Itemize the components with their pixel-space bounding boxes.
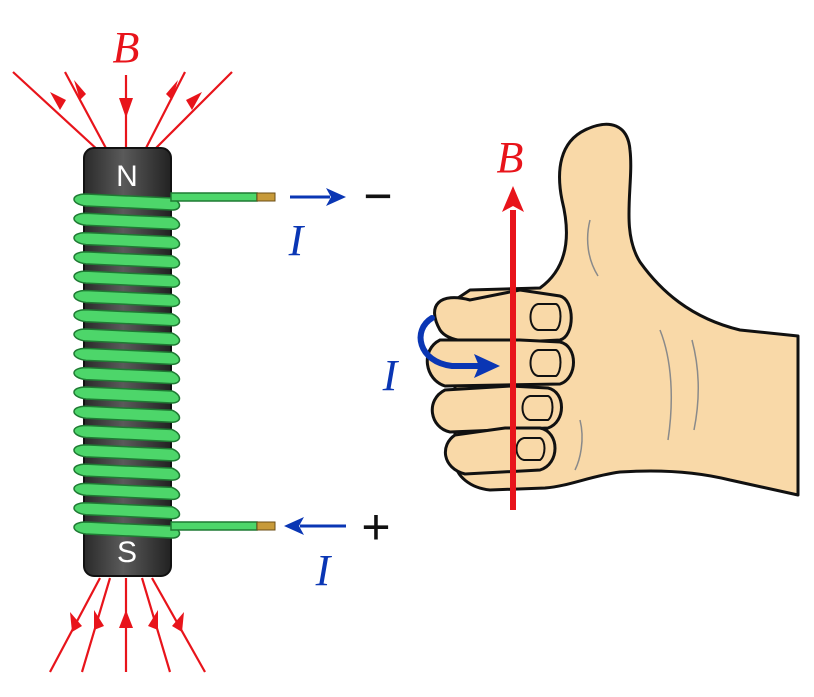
north-field-lines	[12, 71, 233, 153]
coil-turn	[73, 289, 181, 308]
arrowhead-icon	[502, 186, 524, 212]
coil-turn	[73, 366, 181, 385]
thumbs-up-hand-icon	[425, 122, 800, 497]
south-pole-label: S	[117, 536, 137, 569]
arrowhead-icon	[326, 188, 346, 206]
current-label-bottom: I	[315, 546, 333, 595]
coil-turn	[73, 328, 181, 346]
fingernail	[521, 395, 554, 421]
current-arrow-top	[290, 188, 346, 206]
terminal-icon	[256, 521, 276, 531]
coil-turn	[73, 386, 181, 404]
coil-turn	[73, 424, 181, 443]
arrowhead-icon	[50, 92, 66, 110]
field-line	[151, 71, 233, 153]
arrowhead-icon	[474, 354, 500, 378]
coil-turn	[73, 444, 181, 462]
coil-turn	[73, 482, 181, 501]
field-line	[64, 71, 109, 153]
arrowhead-icon	[148, 610, 158, 630]
coil-turn	[73, 347, 181, 366]
arrowhead-icon	[284, 517, 304, 535]
fingernail	[529, 349, 562, 377]
coil-winding	[73, 193, 181, 539]
coil-turn	[73, 270, 181, 288]
arrowhead-icon	[70, 612, 82, 632]
current-label-top: I	[288, 216, 306, 265]
south-field-arrowheads	[70, 610, 184, 632]
north-pole-label: N	[116, 160, 138, 193]
coil-turn	[73, 463, 181, 481]
current-label-hand: I	[382, 351, 400, 400]
coil-turn	[73, 212, 181, 231]
coil-turn	[73, 521, 181, 539]
arrowhead-icon	[186, 92, 202, 110]
north-field-arrowheads	[50, 80, 202, 118]
arrowhead-icon	[166, 80, 178, 100]
finger-current-arrow	[417, 315, 500, 378]
arrowhead-icon	[172, 612, 184, 632]
coil-turn	[73, 309, 181, 327]
terminal-icon	[256, 192, 276, 202]
coil-turn	[73, 405, 181, 423]
negative-terminal-sign: −	[363, 168, 392, 224]
coil-turn	[73, 501, 181, 520]
top-lead	[170, 192, 276, 202]
current-arrow-bottom	[284, 517, 346, 535]
arrowhead-icon	[94, 610, 104, 630]
arrowhead-icon	[119, 98, 133, 118]
field-line	[12, 71, 101, 153]
arrowhead-icon	[119, 610, 133, 628]
bottom-lead	[170, 521, 276, 531]
coil-turn	[73, 193, 181, 211]
field-label-top: B	[113, 23, 140, 72]
hand-field-arrow	[502, 186, 524, 510]
field-label-hand: B	[497, 133, 524, 182]
coil-turn	[73, 251, 181, 269]
field-line	[143, 71, 186, 153]
coil-turn	[73, 231, 181, 250]
fingernail	[529, 303, 562, 331]
positive-terminal-sign: +	[361, 499, 390, 555]
fingernail	[515, 437, 546, 461]
arrowhead-icon	[74, 80, 86, 100]
